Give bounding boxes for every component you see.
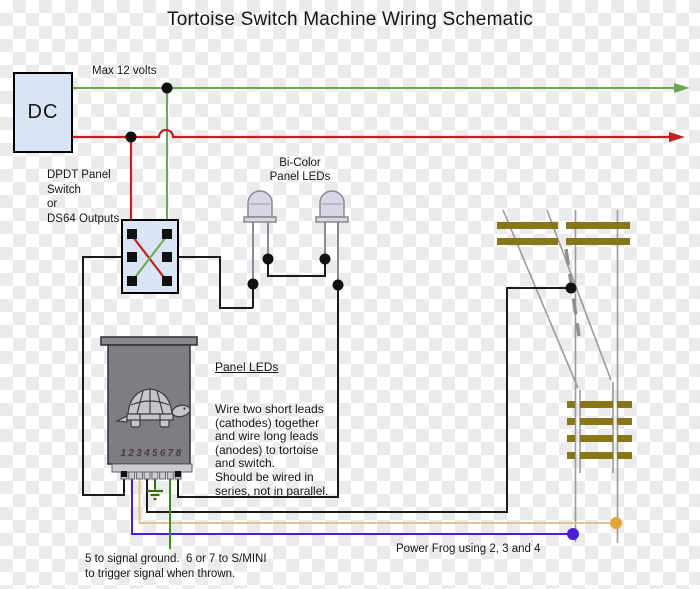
wire-led-cathode-bus xyxy=(267,259,326,277)
pin-wires xyxy=(131,471,613,549)
led1 xyxy=(243,190,277,223)
signal-wiring-note: 5 to signal ground. 6 or 7 to S/MINI to … xyxy=(85,553,267,580)
panel-leds-note: Panel LEDs Wire two short leads (cathode… xyxy=(215,334,350,525)
green-arrowhead-icon xyxy=(674,83,690,93)
diagram-title: Tortoise Switch Machine Wiring Schematic xyxy=(167,9,533,30)
pin8-terminal xyxy=(175,471,181,477)
max-voltage-label: Max 12 volts xyxy=(92,65,157,77)
lower-track-rails xyxy=(567,401,632,459)
dc-source-label: DC xyxy=(27,101,59,123)
frog-junction-dot xyxy=(565,282,577,294)
panel-leds xyxy=(243,190,349,285)
pin-strip xyxy=(111,463,193,473)
pin1-terminal xyxy=(121,471,127,477)
dc-power-box xyxy=(13,72,73,153)
led2 xyxy=(315,190,349,223)
tortoise-pin-numbers: 12345678 xyxy=(120,448,184,459)
turtle-icon xyxy=(114,388,191,428)
dpdt-switch-label: DPDT Panel Switch or DS64 Outputs xyxy=(47,169,120,225)
ground-symbol-icon xyxy=(147,489,163,501)
red-bus-wire xyxy=(72,128,671,139)
red-arrowhead-icon xyxy=(669,132,685,142)
panel-leds-note-body: Wire two short leads (cathodes) together… xyxy=(215,401,329,498)
panel-leds-note-title: Panel LEDs xyxy=(215,360,279,375)
black-wires xyxy=(82,256,567,513)
tortoise-flange xyxy=(100,336,198,346)
junction-dots xyxy=(125,82,577,294)
power-bus-wires xyxy=(72,83,690,229)
red-bus-junction-dot xyxy=(125,131,137,143)
upper-track-rails xyxy=(497,222,630,245)
point-rail-dashed xyxy=(564,248,581,337)
led-leads xyxy=(252,222,339,285)
wire-dpdt-to-pin1 xyxy=(82,256,127,496)
wire-dpdt-to-led1 xyxy=(173,256,253,309)
orange-rail-feeder-dot xyxy=(610,517,622,529)
purple-rail-feeder-dot xyxy=(567,528,579,540)
dpdt-green-crossover xyxy=(132,236,167,281)
power-frog-note: Power Frog using 2, 3 and 4 xyxy=(396,543,541,555)
wire-pin2-purple xyxy=(131,471,570,535)
track-turnout xyxy=(497,209,632,543)
bicolor-leds-label: Bi-Color Panel LEDs xyxy=(269,157,331,183)
pin-tabs xyxy=(120,471,182,480)
wire-pin3-tan xyxy=(138,471,613,524)
diverging-rails xyxy=(502,209,619,543)
green-bus-junction-dot xyxy=(161,82,173,94)
dpdt-terminals xyxy=(127,229,172,286)
tortoise-machine xyxy=(100,336,198,480)
dpdt-switch xyxy=(121,219,179,294)
wire-pin4-to-frog xyxy=(146,287,567,513)
wire-led2-to-pin8 xyxy=(177,285,339,498)
